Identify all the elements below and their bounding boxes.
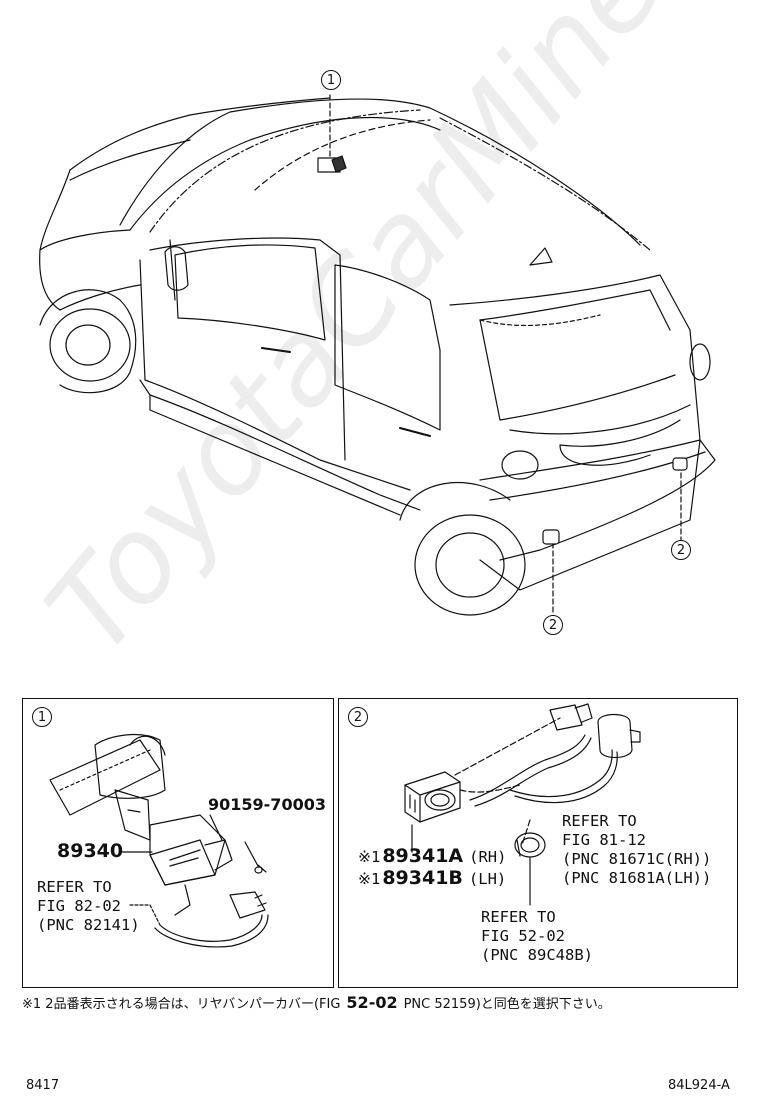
harness-ref-line-1: REFER TO bbox=[562, 812, 637, 830]
callout-2-vehicle-right[interactable]: 2 bbox=[671, 540, 691, 560]
footnote-pnc: PNC 52159 bbox=[403, 997, 476, 1012]
sensor-part-number-89340[interactable]: 89340 bbox=[57, 840, 124, 862]
harness-ref-line-4: (PNC 81681A(LH)) bbox=[562, 869, 712, 887]
panel-1-ref-line-3: (PNC 82141) bbox=[37, 916, 140, 934]
harness-ref-line-2: FIG 81-12 bbox=[562, 831, 646, 849]
vehicle-illustration bbox=[39, 94, 716, 616]
harness-ref-line-3: (PNC 81671C(RH)) bbox=[562, 850, 712, 868]
panel-1-drawing bbox=[49, 734, 269, 948]
panel-1-callout: 1 bbox=[32, 707, 52, 727]
bumper-ref-line-2: FIG 52-02 bbox=[481, 927, 565, 945]
panel-2-callout: 2 bbox=[348, 707, 368, 727]
footnote: ※1 2品番表示される場合は、リヤバンパーカバー(FIG 52-02 PNC 521… bbox=[22, 993, 611, 1012]
panel-1-ref-line-2: FIG 82-02 bbox=[37, 897, 121, 915]
footnote-prefix: ※1 2品番表示される場合は、リヤバンパーカバー(FIG bbox=[22, 997, 341, 1012]
sensor-lh-prefix: ※1 bbox=[358, 870, 381, 888]
footnote-fig-no: 52-02 bbox=[346, 993, 398, 1012]
panel-1-ref-line-1: REFER TO bbox=[37, 878, 112, 896]
sensor-rh-side: (RH) bbox=[469, 848, 507, 866]
sensor-lh-part-number: 89341B bbox=[382, 867, 463, 889]
panel-1-reference: REFER TO FIG 82-02 (PNC 82141) bbox=[37, 878, 140, 935]
callout-1-vehicle[interactable]: 1 bbox=[321, 70, 341, 90]
detail-panel-2 bbox=[338, 698, 738, 988]
callout-2-vehicle-left[interactable]: 2 bbox=[543, 615, 563, 635]
bolt-part-number[interactable]: 90159-70003 bbox=[208, 795, 326, 814]
bumper-reference: REFER TO FIG 52-02 (PNC 89C48B) bbox=[481, 908, 593, 965]
footnote-suffix: )と同色を選択下さい。 bbox=[475, 997, 611, 1012]
sensor-lh-side: (LH) bbox=[468, 870, 507, 888]
panel-2-drawing bbox=[404, 703, 641, 906]
bumper-ref-line-3: (PNC 89C48B) bbox=[481, 946, 593, 964]
detail-panel-1 bbox=[22, 698, 334, 988]
sensor-rh-part-number: 89341A bbox=[382, 845, 464, 867]
page-number: 8417 bbox=[26, 1078, 60, 1093]
bumper-ref-line-1: REFER TO bbox=[481, 908, 556, 926]
sensor-rh-prefix: ※1 bbox=[358, 848, 381, 866]
illustration-id: 84L924-A bbox=[668, 1078, 730, 1093]
harness-reference: REFER TO FIG 81-12 (PNC 81671C(RH)) (PNC… bbox=[562, 812, 711, 888]
